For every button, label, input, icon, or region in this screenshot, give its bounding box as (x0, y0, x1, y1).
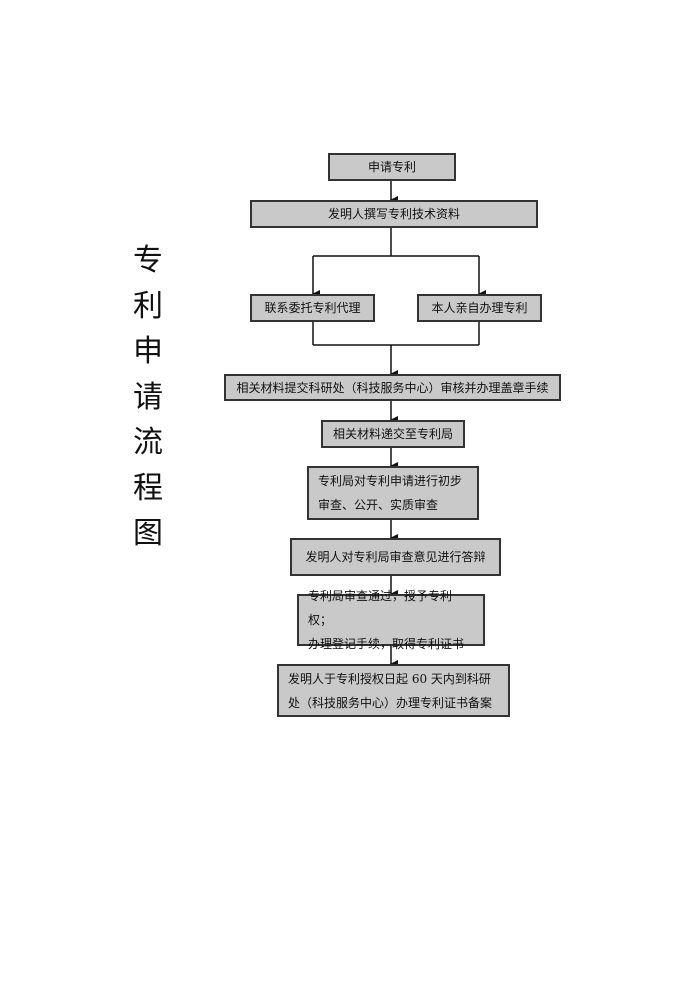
title-char: 流 (133, 425, 163, 460)
step-label: 发明人撰写专利技术资料 (327, 207, 460, 221)
step-label-line2: 审查、公开、实质审查 (318, 498, 439, 512)
step-label-line2: 处（科技服务中心）办理专利证书备案 (288, 695, 493, 710)
step-grant: 专利局审查通过，授予专利权； 办理登记手续，取得专利证书 (297, 589, 485, 651)
title-char: 申 (133, 334, 163, 369)
step-label-line1: 专利局对专利申请进行初步 (318, 474, 463, 488)
step-exam: 专利局对专利申请进行初步 审查、公开、实质审查 (307, 466, 479, 520)
step-record: 发明人于专利授权日起 60 天内到科研 处（科技服务中心）办理专利证书备案 (277, 664, 510, 717)
title-char: 图 (133, 516, 163, 551)
step-deliver: 相关材料递交至专利局 (321, 420, 465, 448)
step-label-line1: 发明人于专利授权日起 60 天内到科研 (288, 671, 491, 686)
title-char: 专 (133, 243, 163, 278)
step-label: 相关材料递交至专利局 (332, 427, 453, 441)
step-write: 发明人撰写专利技术资料 (250, 200, 538, 228)
step-label-line2: 办理登记手续，取得专利证书 (308, 637, 465, 651)
step-label: 申请专利 (367, 160, 416, 174)
page-title: 专 利 申 请 流 程 图 (130, 238, 166, 557)
step-self: 本人亲自办理专利 (417, 294, 542, 322)
step-label: 相关材料提交科研处（科技服务中心）审核并办理盖章手续 (236, 380, 549, 395)
step-reply: 发明人对专利局审查意见进行答辩 (290, 538, 501, 576)
title-char: 程 (133, 470, 163, 506)
step-submit-office: 相关材料提交科研处（科技服务中心）审核并办理盖章手续 (224, 374, 561, 401)
step-label: 发明人对专利局审查意见进行答辩 (305, 550, 486, 564)
step-label: 本人亲自办理专利 (431, 301, 528, 315)
step-label: 联系委托专利代理 (264, 301, 361, 315)
step-apply: 申请专利 (328, 153, 456, 181)
step-label-line1: 专利局审查通过，授予专利权； (308, 589, 453, 627)
step-agent: 联系委托专利代理 (250, 294, 375, 322)
title-char: 请 (133, 379, 163, 415)
title-char: 利 (133, 288, 163, 324)
